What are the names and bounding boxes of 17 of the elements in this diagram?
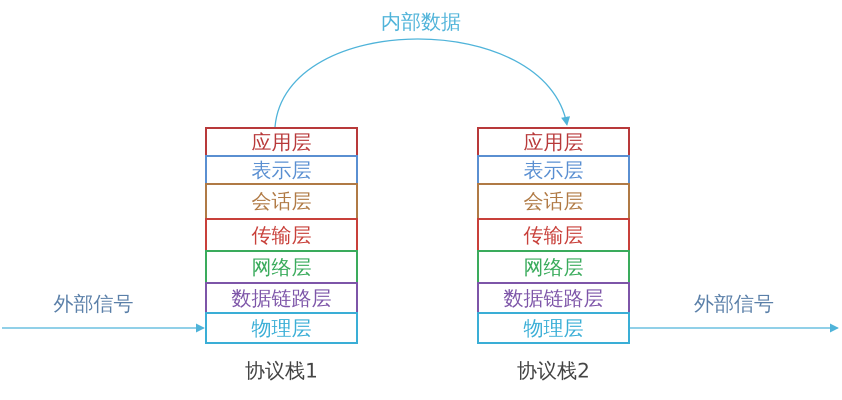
arrow xyxy=(2,323,205,333)
layer-box: 网络层 xyxy=(477,250,630,284)
layer-box: 表示层 xyxy=(205,155,358,185)
layer-box: 物理层 xyxy=(477,312,630,344)
arrow xyxy=(274,38,568,128)
layer-box: 应用层 xyxy=(205,127,358,157)
arrow xyxy=(630,323,839,333)
layer-box: 表示层 xyxy=(477,155,630,185)
layer-box: 网络层 xyxy=(205,250,358,284)
layer-box: 数据链路层 xyxy=(205,282,358,314)
layer-box: 传输层 xyxy=(477,218,630,252)
layer-box: 数据链路层 xyxy=(477,282,630,314)
layer-box: 传输层 xyxy=(205,218,358,252)
layer-box: 应用层 xyxy=(477,127,630,157)
layer-box: 会话层 xyxy=(205,183,358,220)
layer-box: 物理层 xyxy=(205,312,358,344)
layer-box: 会话层 xyxy=(477,183,630,220)
